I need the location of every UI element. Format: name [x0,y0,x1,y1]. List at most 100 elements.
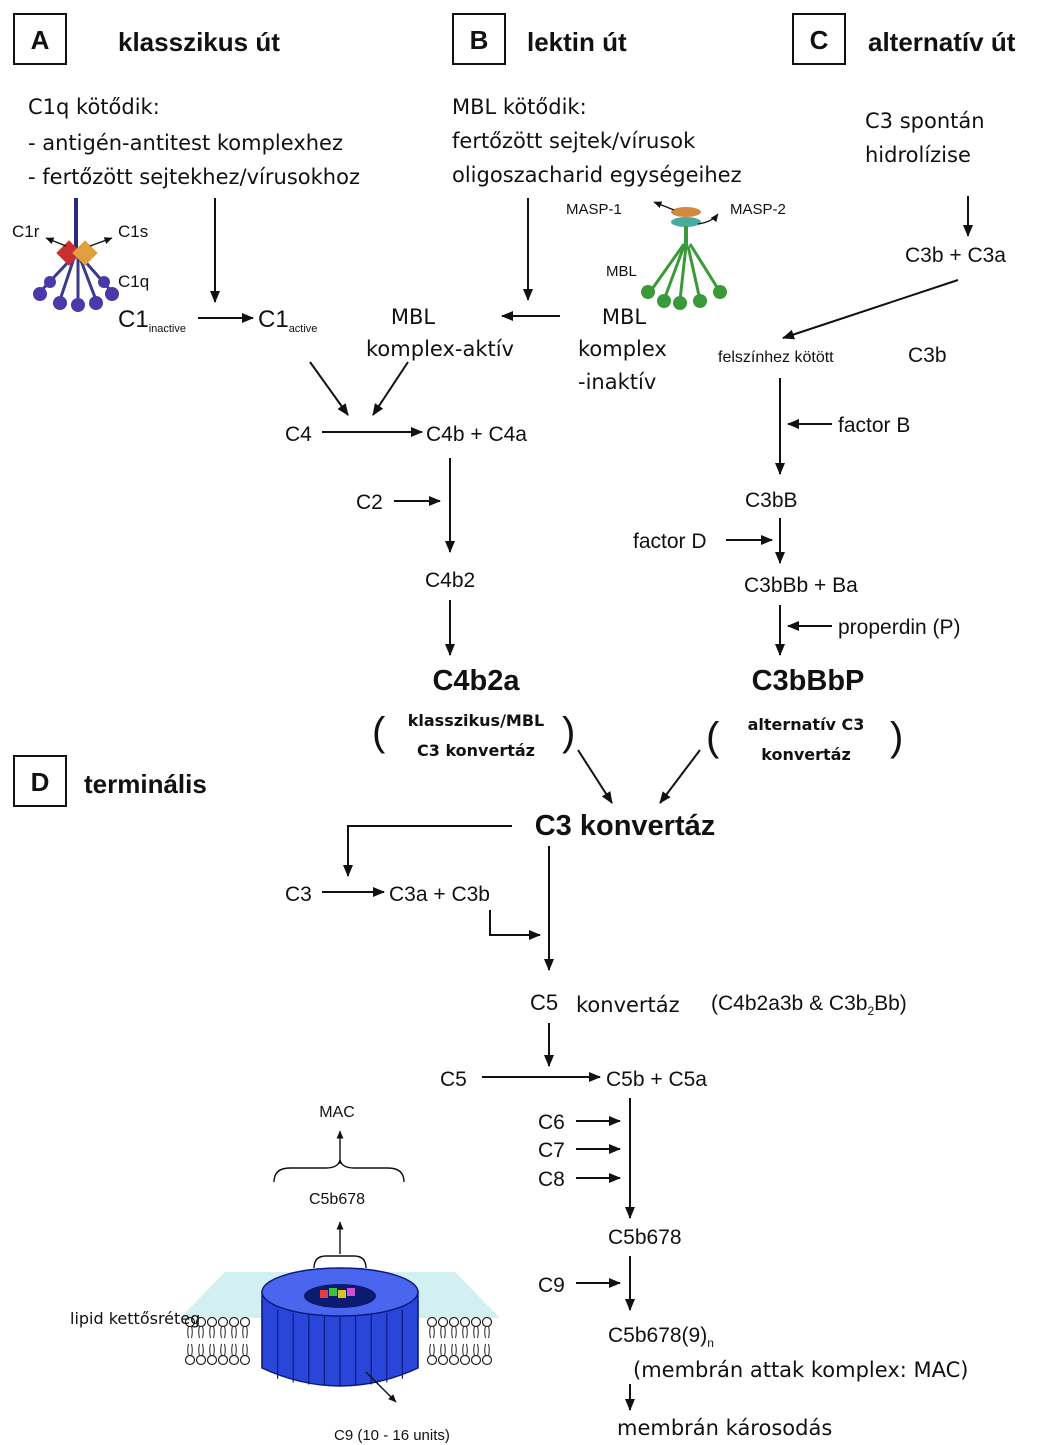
c1-active-label: C1 [258,306,289,333]
c1-complex-icon: C1r C1s C1q [12,198,149,312]
c3bbbp-label: C3bBbP [752,665,865,697]
mbl-complex-icon: MASP-1 MASP-2 MBL [566,201,786,310]
surface-c3b-label: C3b [908,344,947,367]
c7-label: C7 [538,1139,565,1162]
section-a-letter: A [31,25,50,55]
c4-products: C4b + C4a [426,423,527,446]
c9-units-arrow [365,1371,397,1403]
alternative-convertase-close-paren: ) [890,715,903,759]
classical-trigger-line-3: - fertőzött sejtekhez/vírusokhoz [28,165,360,189]
c5b6789n-sub: n [707,1336,714,1350]
c9-units-label: C9 (10 - 16 units) [334,1427,450,1444]
lectin-trigger-line-3: oligoszacharid egységeihez [452,163,742,187]
section-c-letter: C [810,25,829,55]
mac-figure: MAC C5b678 lipid kettősréteg C9 (10 - 16… [70,1104,500,1444]
c3-label: C3 [285,883,312,906]
alternative-convertase-open-paren: ( [706,715,720,759]
lipid-bilayer [184,1316,493,1366]
lectin-trigger-line-1: MBL kötődik: [452,95,587,119]
mac-figure-mac-label: MAC [319,1104,355,1121]
terminal-pathway: C3 konvertáz C3 C3a + C3b C5 konvertáz (… [285,810,968,1440]
section-c-header: C alternatív út [792,13,1016,65]
c5b6789n-main: C5b678(9) [608,1324,707,1347]
mac-figure-small-brace [313,1255,367,1269]
section-b-title: lektin út [527,27,627,57]
c4b2-label: C4b2 [425,569,475,592]
mac-figure-top-brace [273,1159,405,1183]
mbl-inactive-line-1: MBL [602,305,647,329]
mbl-to-c4-arrow [372,361,409,416]
membrane-damage-label: membrán károsodás [617,1416,832,1440]
mac-pore [261,1267,419,1387]
classical-trigger-line-1: C1q kötődik: [28,95,160,119]
c1-to-c4-arrow [309,361,349,416]
mbl-inactive-line-3: -inaktív [578,370,656,394]
alternative-to-c3-convertase-arrow [659,749,701,804]
c3b-to-c5-convertase-arrow [489,910,541,940]
c5b-c5a-label: C5b + C5a [606,1068,707,1091]
c5-convertase-detail-1: (C4b2a3b & C3b [711,992,867,1015]
c3-convertase-label: C3 konvertáz [535,810,716,842]
mbl-active-line-2: komplex-aktív [366,337,514,361]
mbl-inactive-line-2: komplex [578,337,667,361]
c3bb-label: C3bB [745,489,798,512]
alternative-trigger-line-1: C3 spontán [865,109,985,133]
c1-active: C1active [258,306,317,335]
alternative-trigger-line-2: hidrolízise [865,143,971,167]
c5-convertase-detail-2: Bb) [874,992,907,1015]
masp2-label: MASP-2 [730,201,786,218]
mbl-active-line-1: MBL [391,305,436,329]
section-d-letter: D [31,767,50,797]
factor-b-label: factor B [838,414,910,437]
section-d-title: terminális [84,769,207,799]
c1-inactive: C1inactive [118,306,186,335]
classical-convertase-close-paren: ) [562,710,575,754]
alternative-pathway: C3 spontán hidrolízise C3b + C3a felszín… [633,109,1006,764]
classical-convertase-line-1: klasszikus/MBL [408,711,544,730]
c5-convertase-detail: (C4b2a3b & C3b2Bb) [711,992,907,1018]
section-c-title: alternatív út [868,27,1016,57]
c8-label: C8 [538,1168,565,1191]
section-a-title: klasszikus út [118,27,280,57]
c5-convertase-label: konvertáz [576,993,680,1017]
mac-figure-c5b678-label: C5b678 [309,1191,365,1208]
c1s-label: C1s [118,222,148,241]
classical-to-c3-convertase-arrow [577,749,613,804]
c1-active-sub: active [289,323,318,335]
c3a-c3b-label: C3a + C3b [389,883,490,906]
c3b-c3a-label: C3b + C3a [905,244,1006,267]
c4b2a-label: C4b2a [432,665,520,697]
mbl-icon-label: MBL [606,263,637,280]
classical-convertase-open-paren: ( [372,710,386,754]
c2-label: C2 [356,491,383,514]
surface-bound-label: felszínhez kötött [718,349,834,366]
classical-pathway: C1q kötődik: - antigén-antitest komplexh… [12,95,575,760]
c3b-to-surface-arrow [782,279,959,340]
c1-inactive-label: C1 [118,306,149,333]
c5-convertase-detail-sub: 2 [867,1004,874,1018]
c9-label: C9 [538,1274,565,1297]
alternative-convertase-line-1: alternatív C3 [748,715,865,734]
c5b678-label: C5b678 [608,1226,682,1249]
c3bbb-ba-label: C3bBb + Ba [744,574,858,597]
c5b6789n-label: C5b678(9)n [608,1324,714,1350]
classical-trigger-line-2: - antigén-antitest komplexhez [28,131,343,155]
section-a-box [13,13,67,65]
masp1-label: MASP-1 [566,201,622,218]
lectin-trigger-line-2: fertőzött sejtek/vírusok [452,129,696,153]
alternative-convertase-line-2: konvertáz [761,745,851,764]
c5-source-label: C5 [440,1068,467,1091]
c6-label: C6 [538,1111,565,1134]
factor-d-label: factor D [633,530,707,553]
c4-label: C4 [285,423,312,446]
lipid-bilayer-label: lipid kettősréteg [70,1309,200,1328]
section-d-box [13,755,67,807]
section-b-box [452,13,506,65]
c5-convertase-c5: C5 [530,990,558,1015]
mac-description: (membrán attak komplex: MAC) [633,1358,968,1382]
section-b-header: B lektin út [452,13,627,65]
classical-convertase-line-2: C3 konvertáz [417,741,535,760]
section-c-box [792,13,846,65]
lectin-pathway: MBL kötődik: fertőzött sejtek/vírusok ol… [366,95,786,416]
